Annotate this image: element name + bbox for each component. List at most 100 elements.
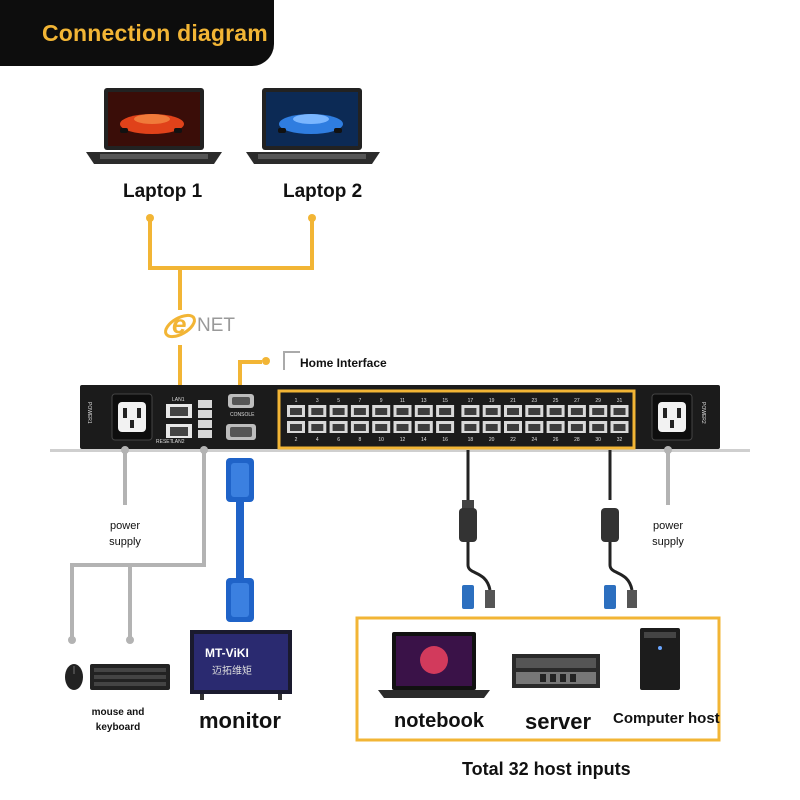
monitor-brand-sub: 迈拓维矩 — [212, 666, 252, 677]
port-number-label: 6 — [337, 437, 340, 443]
port-number-label: 21 — [510, 398, 516, 404]
power-supply-right-label: power supply — [648, 518, 688, 550]
rj45-port-socket — [528, 424, 541, 431]
page-title: Connection diagram — [42, 19, 268, 46]
rj45-port-socket — [290, 424, 302, 431]
rj45-port-socket — [464, 408, 477, 415]
monitor-brand: MT-ViKI — [205, 646, 249, 660]
server-icon — [512, 654, 600, 688]
rj45-port-socket — [592, 424, 605, 431]
rj45-port-socket — [528, 408, 541, 415]
rj45-port-socket — [396, 424, 409, 431]
laptop-2-icon — [246, 88, 380, 164]
laptop-1-icon — [86, 88, 222, 164]
port-number-label: 26 — [553, 437, 559, 443]
port-number-label: 27 — [574, 398, 580, 404]
port-number-label: 15 — [442, 398, 448, 404]
laptop-1-label: Laptop 1 — [123, 181, 203, 202]
mouse-icon — [65, 664, 83, 690]
host-cable-2-icon — [601, 450, 637, 609]
port-number-label: 2 — [295, 437, 298, 443]
port-number-label: 8 — [359, 437, 362, 443]
port-number-label: 7 — [359, 398, 362, 404]
rj45-port-socket — [353, 424, 366, 431]
power2-label: POWER2 — [700, 402, 706, 424]
rj45-port-socket — [375, 408, 388, 415]
gray-lines — [70, 450, 670, 640]
hosts-frame — [355, 616, 721, 742]
port-number-label: 30 — [595, 437, 601, 443]
title-tab: Connection diagram — [0, 0, 274, 66]
rj45-port-socket — [439, 424, 452, 431]
mouse-keyboard-label: mouse and keyboard — [84, 705, 152, 735]
notebook-label: notebook — [394, 710, 484, 732]
rj45-port-socket — [464, 424, 477, 431]
port-number-label: 3 — [316, 398, 319, 404]
port-number-label: 32 — [617, 437, 623, 443]
lan1-label: LAN1 — [172, 397, 185, 403]
rj45-port-socket — [485, 408, 498, 415]
enet-logo-icon — [164, 313, 196, 339]
notebook-icon — [378, 632, 490, 698]
port-number-label: 1 — [295, 398, 298, 404]
power1-label: POWER1 — [86, 402, 92, 424]
rj45-port-socket — [396, 408, 409, 415]
home-interface-label: Home Interface — [300, 356, 387, 370]
mouse-keyboard-line-1: mouse and — [91, 707, 145, 718]
console-label: CONSOLE — [230, 412, 255, 418]
kvm-switch-device: 1234567891011121314151617181920212223242… — [50, 385, 750, 452]
port-number-label: 22 — [510, 437, 516, 443]
port-number-label: 11 — [400, 398, 405, 404]
rj45-port-socket — [507, 408, 519, 415]
port-number-label: 31 — [617, 398, 623, 404]
rj45-port-socket — [549, 408, 562, 415]
monitor-label: monitor — [199, 708, 281, 733]
port-number-label: 28 — [574, 437, 580, 443]
rj45-port-socket — [592, 408, 605, 415]
port-number-label: 10 — [378, 437, 384, 443]
port-number-label: 18 — [468, 437, 474, 443]
lan2-label: LAN2 — [172, 439, 185, 445]
host-cable-1-icon — [459, 450, 495, 609]
rj45-port-socket — [485, 424, 498, 431]
rj45-port-socket — [613, 424, 626, 431]
rj45-port-socket — [290, 408, 302, 415]
power-supply-left-line-1: power — [110, 520, 140, 532]
port-number-label: 5 — [337, 398, 340, 404]
rj45-port-socket — [549, 424, 562, 431]
port-number-label: 20 — [489, 437, 495, 443]
rj45-port-socket — [417, 424, 430, 431]
rj45-port-socket — [417, 408, 430, 415]
rj45-port-socket — [570, 408, 583, 415]
rj45-port-grid: 1234567891011121314151617181920212223242… — [287, 398, 629, 443]
port-number-label: 24 — [532, 437, 538, 443]
power-supply-left-line-2: supply — [109, 536, 141, 548]
port-number-label: 17 — [468, 398, 474, 404]
server-label: server — [525, 709, 592, 734]
enet-letter: e — [172, 309, 187, 339]
rj45-port-socket — [375, 424, 388, 431]
network-lines — [148, 218, 314, 393]
power-supply-left-label: power supply — [105, 518, 145, 550]
rj45-port-socket — [332, 408, 345, 415]
rj45-port-socket — [613, 408, 626, 415]
computer-host-icon — [640, 628, 680, 690]
reset-label: RESET — [156, 439, 173, 445]
enet-text: NET — [197, 315, 235, 336]
rj45-port-socket — [353, 408, 366, 415]
port-number-label: 29 — [595, 398, 601, 404]
port-number-label: 14 — [421, 437, 427, 443]
port-number-label: 19 — [489, 398, 495, 404]
port-number-label: 12 — [400, 437, 406, 443]
rj45-port-socket — [311, 408, 324, 415]
rj45-port-socket — [570, 424, 583, 431]
computer-host-label: Computer host — [613, 710, 720, 727]
port-number-label: 13 — [421, 398, 427, 404]
port-number-label: 16 — [442, 437, 448, 443]
mouse-keyboard-line-2: keyboard — [95, 722, 141, 733]
port-number-label: 9 — [380, 398, 383, 404]
port-number-label: 4 — [316, 437, 319, 443]
rj45-port-socket — [439, 408, 452, 415]
laptop-2-label: Laptop 2 — [283, 181, 363, 202]
rj45-port-socket — [311, 424, 324, 431]
